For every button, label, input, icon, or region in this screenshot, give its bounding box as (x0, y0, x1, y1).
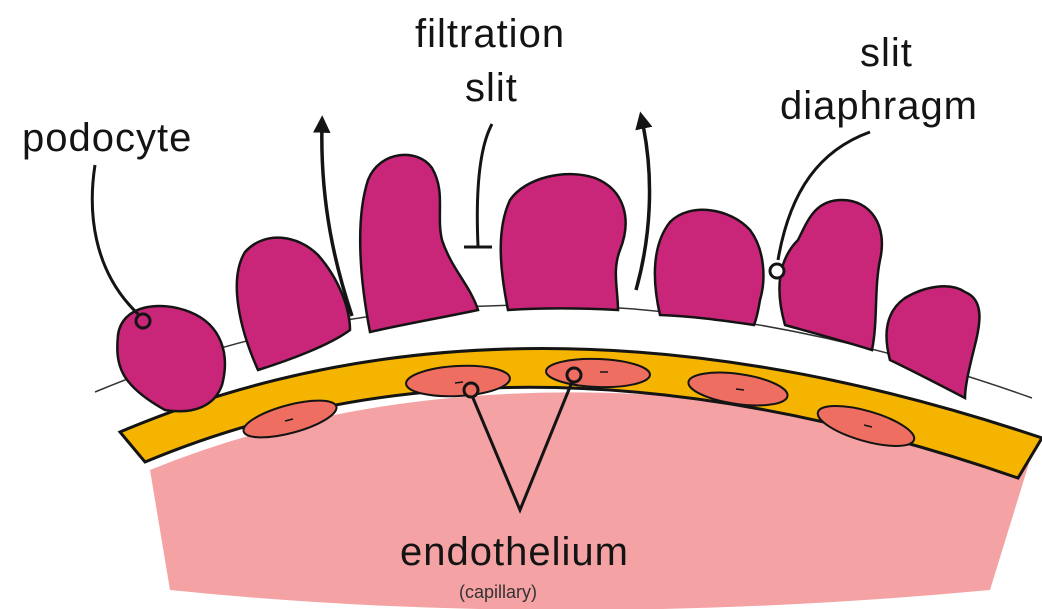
podocyte-foot (886, 286, 979, 398)
podocyte-foot (117, 306, 225, 411)
endothelium-marker (464, 383, 478, 397)
endothelium-marker (567, 368, 581, 382)
label-podocyte: podocyte (22, 118, 192, 158)
podocyte-foot (360, 155, 478, 332)
podocyte-foot (501, 174, 626, 310)
podocyte-foot (779, 200, 881, 350)
label-filtration-line1: filtration (415, 14, 565, 54)
filtration-slit-pointer (477, 124, 492, 246)
label-capillary: (capillary) (459, 583, 537, 601)
filtration-arrow-right (636, 120, 650, 290)
podocyte-pointer (92, 165, 138, 314)
podocyte-foot (655, 210, 764, 325)
label-slit-diaphragm-line2: diaphragm (780, 86, 978, 126)
slit-diaphragm-marker (770, 264, 784, 278)
label-slit-diaphragm-line1: slit (860, 33, 913, 73)
podocyte-foot (237, 238, 350, 370)
label-endothelium: endothelium (400, 532, 629, 572)
label-filtration-line2: slit (465, 68, 518, 108)
podocyte-marker (136, 314, 150, 328)
